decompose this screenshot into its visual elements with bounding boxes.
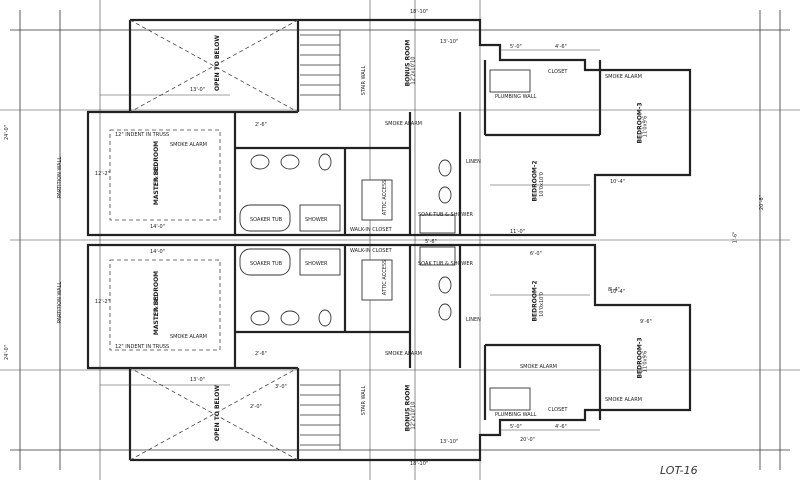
label-smoke-alarm-3: SMOKE ALARM — [170, 142, 207, 148]
upper-unit-walls — [86, 18, 692, 237]
dim-upper-10: 2'-6" — [255, 122, 267, 128]
dim-top-1: 18'-10" — [410, 9, 429, 15]
lower-stairs — [300, 370, 341, 450]
dim-mid-9: 6'-0" — [530, 251, 542, 257]
label-indent-truss-upper: 12" INDENT IN TRUSS — [115, 132, 170, 138]
dim-left-17: 24'-0" — [4, 124, 11, 141]
dim-upper-7: 5'-0" — [510, 44, 522, 50]
label-bedroom-2-size-upper: 10'0x10'0 — [538, 172, 545, 197]
dim-lower-19: 13'-10" — [440, 439, 459, 445]
label-soaker-tub-lower: SOAKER TUB — [250, 261, 283, 267]
label-plumbing-wall-lower: PLUMBING WALL — [495, 412, 537, 418]
label-open-below-upper: OPEN TO BELOW — [214, 35, 221, 91]
label-bedroom-2-lower: BEDROOM-2 — [531, 280, 539, 322]
label-open-below-lower: OPEN TO BELOW — [214, 385, 221, 441]
dim-mid-14: 8'-4" — [608, 287, 620, 293]
dim-mid-20: 5'-6" — [425, 239, 437, 245]
lower-unit-walls — [86, 243, 692, 462]
label-walkin-closet-lower: WALK-IN CLOSET — [350, 248, 392, 254]
dim-lower-6: 20'-0" — [520, 437, 536, 443]
label-side-note-upper: PARTITION WALL — [57, 156, 64, 199]
label-plumbing-wall-upper: PLUMBING WALL — [495, 94, 537, 100]
label-smoke-alarm-4: SMOKE ALARM — [170, 334, 207, 340]
label-closet-lower: CLOSET — [548, 407, 568, 413]
label-soaker-tub-upper: SOAKER TUB — [250, 217, 283, 223]
label-bedroom-2-size-lower: 10'0x10'0 — [538, 292, 545, 317]
label-stair-wall-upper: STAIR WALL — [361, 65, 368, 96]
dim-lower-12: 9'-6" — [640, 319, 652, 325]
label-master-bedroom-size-upper: 12'2x14'0 — [153, 165, 160, 190]
label-bonus-room-size-lower: 12'2x10'10 — [410, 401, 417, 430]
dim-upper-3: 14'-0" — [150, 224, 166, 230]
label-shower-lower: SHOWER — [305, 261, 328, 267]
label-bonus-room-size-upper: 12'2x10'10 — [410, 56, 417, 85]
dimension-ticks — [100, 49, 600, 431]
dim-upper-4: 12'-2" — [95, 171, 111, 177]
label-smoke-alarm-5: SMOKE ALARM — [605, 74, 642, 80]
dim-bottom-1: 18'-10" — [410, 461, 429, 467]
dim-lower-3: 14'-0" — [150, 249, 166, 255]
lot-label: LOT-16 — [660, 464, 698, 477]
label-smoke-alarm-6: SMOKE ALARM — [605, 397, 642, 403]
label-master-bedroom-size-lower: 12'2x14'0 — [153, 295, 160, 320]
dim-upper-2: 13'-0" — [190, 87, 206, 93]
label-tub-shower-lower: SOAK TUB & SHOWER — [418, 261, 473, 267]
dim-lower-5: 10'-4" — [610, 289, 626, 295]
label-attic-access-lower: ATTIC ACCESS — [382, 259, 389, 296]
label-tub-shower-upper: SOAK TUB & SHOWER — [418, 212, 473, 218]
dim-lower-10: 2'-6" — [255, 351, 267, 357]
dim-lower-15: 2'-0" — [250, 404, 262, 410]
label-linen-lower: LINEN — [466, 317, 481, 323]
label-attic-access-upper: ATTIC ACCESS — [382, 179, 389, 216]
dim-upper-19: 13'-10" — [440, 39, 459, 45]
label-closet-upper: CLOSET — [548, 69, 568, 75]
dim-lower-8: 4'-6" — [555, 424, 567, 430]
label-smoke-alarm-1: SMOKE ALARM — [385, 121, 422, 127]
label-indent-truss-lower: 12" INDENT IN TRUSS — [115, 344, 170, 350]
label-bedroom-3-size-lower: 11'0x9'6 — [642, 350, 649, 373]
dim-right-18: 20'-8" — [759, 194, 766, 211]
dim-upper-5: 10'-4" — [610, 179, 626, 185]
label-smoke-alarm-7: SMOKE ALARM — [520, 364, 557, 370]
dim-upper-8: 4'-6" — [555, 44, 567, 50]
label-side-note-lower: PARTITION WALL — [57, 281, 64, 324]
upper-stairs — [300, 30, 341, 110]
label-bedroom-3-size-upper: 11'0x9'6 — [642, 115, 649, 138]
dim-upper-11: 11'-0" — [510, 229, 526, 235]
dim-lower-2: 13'-0" — [190, 377, 206, 383]
label-stair-wall-lower: STAIR WALL — [361, 385, 368, 416]
label-walkin-closet-upper: WALK-IN CLOSET — [350, 227, 392, 233]
dim-lower-4: 12'-2" — [95, 299, 111, 305]
label-bedroom-2-upper: BEDROOM-2 — [531, 160, 539, 202]
dim-right-16: 1'-6" — [732, 231, 739, 244]
dim-left-17b: 24'-0" — [4, 344, 11, 361]
dim-lower-13: 3'-0" — [275, 384, 287, 390]
label-linen-upper: LINEN — [466, 159, 481, 165]
dim-lower-7: 5'-0" — [510, 424, 522, 430]
label-shower-upper: SHOWER — [305, 217, 328, 223]
label-smoke-alarm-2: SMOKE ALARM — [385, 351, 422, 357]
